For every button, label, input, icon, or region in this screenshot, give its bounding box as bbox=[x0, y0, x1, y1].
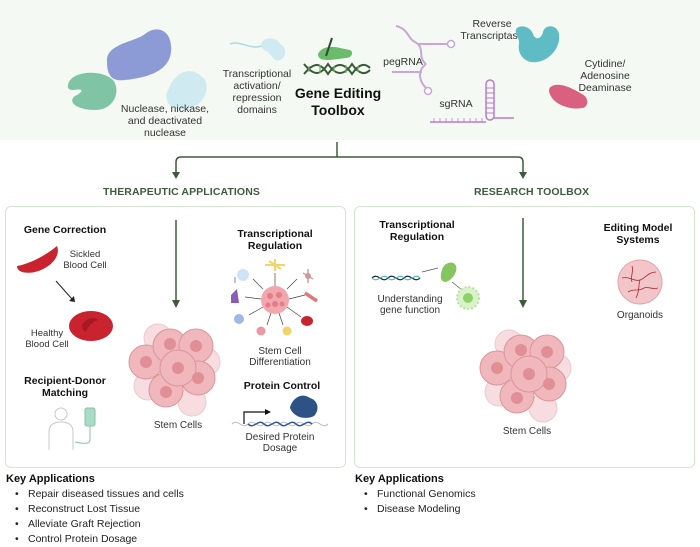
label-line: Transcriptional bbox=[237, 228, 313, 240]
therapeutic-down-arrow bbox=[172, 220, 180, 308]
nuclease-icon bbox=[67, 29, 207, 110]
healthy-cell-icon bbox=[69, 311, 113, 341]
list-item: Control Protein Dosage bbox=[6, 532, 336, 547]
label-line: domains bbox=[237, 104, 277, 116]
list-item: Functional Genomics bbox=[355, 487, 685, 502]
pegrna-label: pegRNA bbox=[383, 56, 423, 68]
label-line: Cytidine/ bbox=[584, 58, 626, 70]
nuclease-label-line: and deactivated bbox=[127, 115, 203, 127]
label-line: Regulation bbox=[247, 240, 303, 252]
research-key-applications-list: Functional Genomics Disease Modeling bbox=[355, 487, 685, 517]
transcription-domain-icon bbox=[229, 38, 286, 61]
therapeutic-transcriptional-title: Transcriptional Regulation bbox=[230, 228, 320, 252]
nuclease-label-line: nuclease bbox=[143, 127, 187, 139]
label-line: Recipient-Donor bbox=[24, 375, 106, 387]
research-heading: RESEARCH TOOLBOX bbox=[474, 186, 590, 198]
transcriptional-domains-label: Transcriptional activation/ repression d… bbox=[218, 68, 296, 116]
label-line: Stem Cell bbox=[258, 346, 302, 357]
reverse-transcriptase-icon bbox=[515, 26, 560, 63]
label-line: Regulation bbox=[389, 231, 445, 243]
list-item: Repair diseased tissues and cells bbox=[6, 487, 336, 502]
list-item: Alleviate Graft Rejection bbox=[6, 517, 336, 532]
pegrna-icon bbox=[392, 25, 456, 96]
label-line: Transcriptional bbox=[379, 219, 455, 231]
label-line: Adenosine bbox=[580, 70, 630, 82]
connector-arrows bbox=[172, 142, 527, 179]
label-line: repression bbox=[232, 92, 282, 104]
label-line: Systems bbox=[616, 234, 660, 246]
reverse-transcriptase-label: Reverse Transcriptase bbox=[452, 18, 532, 42]
stem-cell-differentiation-label: Stem Cell Differentiation bbox=[242, 346, 318, 368]
nuclease-label-line: Nuclease, nickase, bbox=[120, 103, 210, 115]
toolbox-title-line: Gene Editing bbox=[294, 85, 382, 101]
toolbox-title: Gene Editing Toolbox bbox=[288, 85, 388, 119]
label-line: Dosage bbox=[262, 443, 298, 454]
protein-control-title: Protein Control bbox=[243, 380, 321, 392]
research-transcriptional-title: Transcriptional Regulation bbox=[372, 219, 462, 243]
label-line: Blood Cell bbox=[63, 260, 107, 271]
research-down-arrow bbox=[519, 218, 527, 308]
organoid-icon bbox=[617, 259, 663, 305]
gene-function-diagram bbox=[371, 262, 480, 310]
label-line: Transcriptase bbox=[460, 30, 524, 42]
therapeutic-key-applications-list: Repair diseased tissues and cells Recons… bbox=[6, 487, 336, 547]
label-line: Understanding bbox=[377, 294, 443, 305]
sickled-cell-icon bbox=[17, 246, 58, 273]
organoids-label: Organoids bbox=[616, 310, 664, 321]
stem-cells-cluster bbox=[128, 323, 221, 417]
sgrna-label: sgRNA bbox=[439, 98, 473, 110]
gene-editing-hand-dna-icon bbox=[303, 37, 371, 76]
deaminase-icon bbox=[549, 84, 588, 109]
correction-arrow bbox=[55, 280, 75, 302]
recipient-donor-title: Recipient-Donor Matching bbox=[20, 375, 110, 399]
editing-model-title: Editing Model Systems bbox=[598, 222, 678, 246]
gene-correction-title: Gene Correction bbox=[23, 224, 107, 236]
protein-dosage-label: Desired Protein Dosage bbox=[240, 432, 320, 454]
list-item: Reconstruct Lost Tissue bbox=[6, 502, 336, 517]
label-line: Reverse bbox=[472, 18, 512, 30]
list-item: Disease Modeling bbox=[355, 502, 685, 517]
nuclease-label: Nuclease, nickase, and deactivated nucle… bbox=[110, 103, 220, 139]
label-line: gene function bbox=[379, 305, 441, 316]
protein-dosage-diagram bbox=[231, 395, 329, 427]
toolbox-title-line: Toolbox bbox=[311, 102, 365, 118]
label-line: Differentiation bbox=[249, 357, 311, 368]
label-line: Healthy bbox=[30, 328, 64, 339]
therapeutic-heading: THERAPEUTIC APPLICATIONS bbox=[103, 186, 260, 198]
research-key-applications-title: Key Applications bbox=[355, 473, 444, 485]
stem-cells-label: Stem Cells bbox=[153, 420, 203, 431]
label-line: Matching bbox=[41, 387, 89, 399]
gene-function-label: Understanding gene function bbox=[370, 294, 450, 316]
label-line: Editing Model bbox=[603, 222, 673, 234]
stem-cell-differentiation-diagram bbox=[231, 259, 318, 336]
stem-cells-label: Stem Cells bbox=[502, 426, 552, 437]
label-line: Transcriptional bbox=[222, 68, 292, 80]
label-line: Sickled bbox=[69, 249, 101, 260]
therapeutic-key-applications-title: Key Applications bbox=[6, 473, 95, 485]
patient-iv-icon bbox=[48, 407, 96, 450]
sgrna-icon bbox=[430, 79, 514, 123]
sickled-cell-label: Sickled Blood Cell bbox=[60, 249, 110, 271]
label-line: Deaminase bbox=[578, 82, 632, 94]
label-line: Desired Protein bbox=[245, 432, 315, 443]
healthy-cell-label: Healthy Blood Cell bbox=[25, 328, 69, 350]
label-line: activation/ bbox=[233, 80, 281, 92]
label-line: Blood Cell bbox=[25, 339, 69, 350]
stem-cells-cluster bbox=[479, 329, 572, 423]
deaminase-label: Cytidine/ Adenosine Deaminase bbox=[570, 58, 640, 94]
